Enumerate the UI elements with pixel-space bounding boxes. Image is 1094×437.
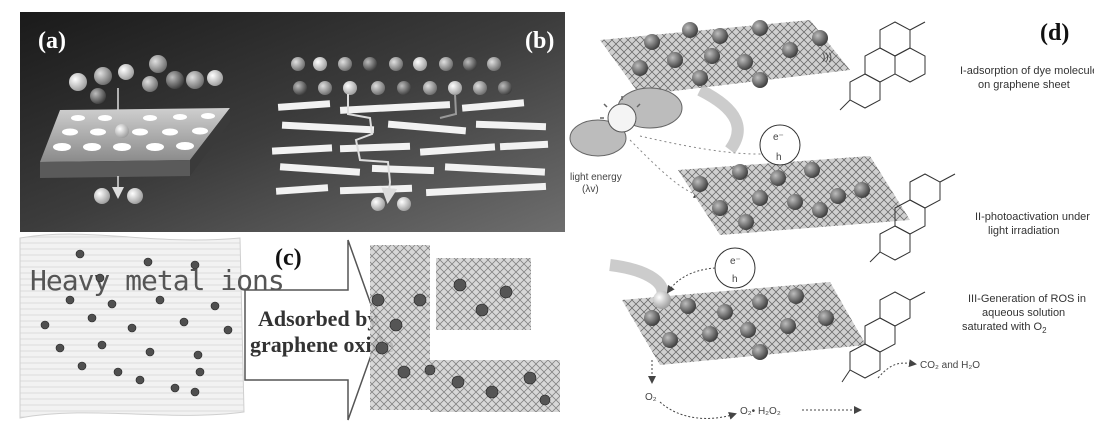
graphene-sheet-1: ))) (600, 20, 850, 95)
adsorption-arrow: Adsorbed by graphene oxide (244, 239, 394, 421)
step2-line1: II-photoactivation under (975, 211, 1090, 223)
graphene-sheet-2: e⁻ h (678, 124, 910, 235)
ros-label: O₂• H₂O₂ (740, 406, 781, 417)
panel-b-label: (b) (525, 28, 554, 54)
oxygen-ball (653, 291, 671, 309)
arrow-text-line1: Adsorbed by (258, 306, 378, 331)
electron-hole-zoom-1 (759, 124, 801, 166)
curved-arrow-1 (697, 84, 744, 154)
step3-line3: saturated with O2 (962, 321, 1047, 335)
electron-label-1: e⁻ (773, 132, 784, 143)
hole-label-1: h (776, 152, 782, 163)
porous-membrane (40, 108, 230, 178)
svg-text:))): ))) (822, 52, 832, 63)
panel-d-label: (d) (1040, 20, 1069, 46)
panel-d: (d) ))) I-adsorption of dye molecule on … (569, 20, 1094, 420)
step3-line1: III-Generation of ROS in (968, 293, 1086, 305)
o2-label: O₂ (645, 392, 657, 403)
graphene-sheet-3: e⁻ h (622, 247, 866, 365)
step3-line2: aqueous solution (982, 307, 1065, 319)
heavy-metal-title: Heavy metal ions (30, 264, 284, 297)
step1-line1: I-adsorption of dye molecule (960, 65, 1094, 77)
electron-label-2: e⁻ (730, 256, 741, 267)
products-label: CO₂ and H₂O (920, 360, 980, 371)
light-energy-label: light energy (570, 172, 622, 183)
hole-label-2: h (732, 274, 738, 285)
incoming-ions (69, 55, 223, 104)
step2-line2: light irradiation (988, 225, 1060, 237)
metal-ions (40, 249, 233, 397)
curved-arrow-2 (609, 259, 669, 304)
step3-subscript: 2 (1042, 326, 1047, 335)
tortuous-path (347, 94, 398, 204)
dye-molecule-3 (841, 291, 926, 383)
graphene-oxide-structures (370, 245, 560, 412)
panel-ab: (a) (20, 12, 565, 232)
graphene-layers (271, 99, 549, 197)
panel-a: (a) (38, 28, 230, 204)
dye-molecule-1 (839, 21, 926, 111)
step1-line2: on graphene sheet (978, 79, 1070, 91)
ions-row (291, 57, 512, 95)
dye-molecule-2 (869, 173, 956, 263)
panel-a-label: (a) (38, 28, 66, 54)
panel-b: (b) (271, 28, 554, 211)
light-energy-symbol: (λv) (582, 184, 599, 195)
light-source: light energy (λv) (569, 87, 792, 199)
panel-c: Heavy metal ions (c) Adsorbed by graphen… (19, 233, 560, 421)
sun-icon (607, 103, 637, 133)
panel-c-label: (c) (275, 245, 302, 271)
arrow-text-line2: graphene oxide (250, 332, 394, 357)
